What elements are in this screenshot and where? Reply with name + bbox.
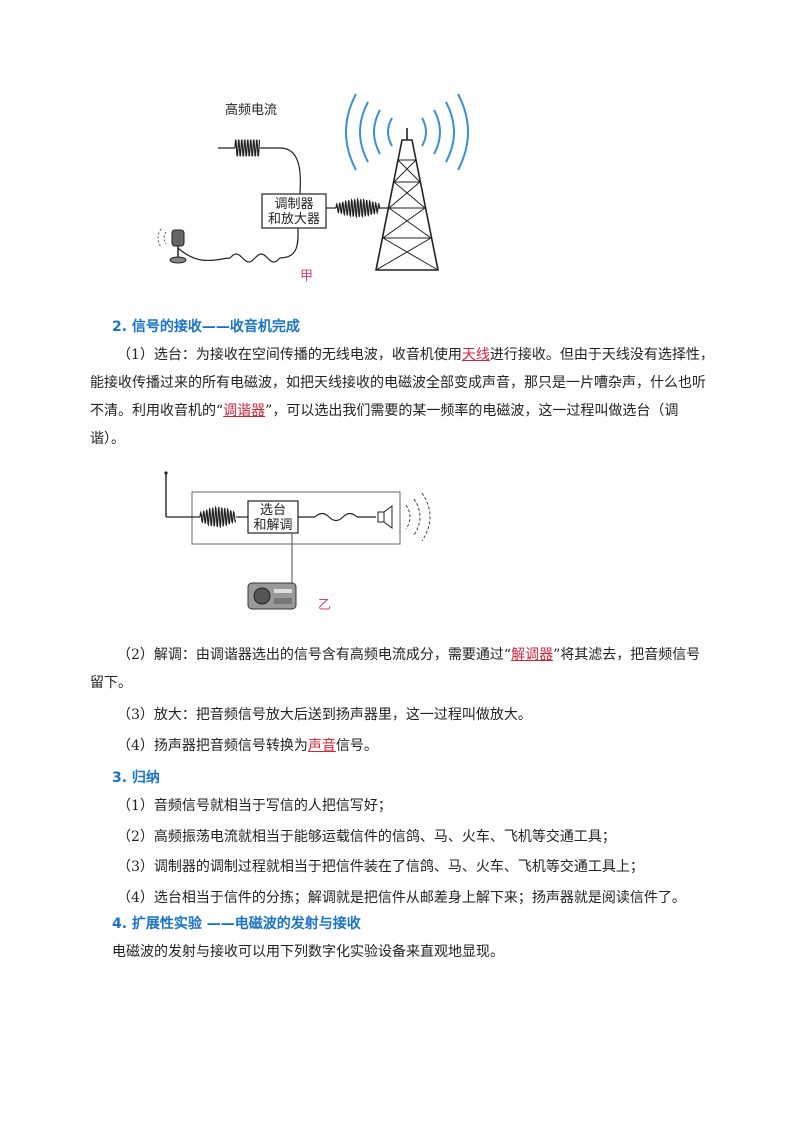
- radio-icon: [247, 582, 297, 610]
- caption-jia: 甲: [300, 269, 313, 284]
- label-high-freq-current: 高频电流: [225, 102, 277, 118]
- demodulator-box: [247, 500, 299, 534]
- heading-summary: 3. 归纳: [112, 770, 160, 786]
- paragraph-demodulation: （2）解调：由调谐器选出的信号含有高频电流成分，需要通过“解调器”将其滤去，把音…: [90, 647, 701, 691]
- audio-wave: [177, 227, 299, 263]
- paragraph-speaker: （4）扬声器把音频信号转换为声音信号。: [117, 738, 378, 754]
- modulated-wave-output: [335, 197, 381, 219]
- figure-receiver: 选台 和解调 乙: [150, 465, 450, 615]
- paragraph-amplification: （3）放大：把音频信号放大后送到扬声器里，这一过程叫做放大。: [117, 707, 532, 723]
- summary-item-1: （1）音频信号就相当于写信的人把信写好；: [117, 798, 392, 814]
- paragraph-tuning: （1）选台：为接收在空间传播的无线电波，收音机使用天线进行接收。但由于天线没有选…: [90, 347, 714, 447]
- demodulator-label-2: 和解调: [253, 518, 292, 533]
- modulator-label-1: 调制器: [274, 197, 313, 212]
- modulator-box: [261, 193, 327, 229]
- radiation-waves: [345, 93, 469, 171]
- audio-output-wave: [314, 512, 358, 522]
- caption-yi: 乙: [318, 598, 331, 613]
- microphone-icon: [157, 228, 187, 264]
- received-wave: [199, 505, 237, 529]
- answer-sound: 声音: [307, 738, 336, 754]
- transmitter-diagram: 高频电流 调制器 和放大器: [157, 93, 469, 284]
- high-freq-wave-input: [234, 139, 261, 157]
- answer-demodulator: 解调器: [511, 647, 554, 663]
- paragraph-experiment: 电磁波的发射与接收可以用下列数字化实验设备来直观地显现。: [112, 944, 504, 960]
- sound-waves: [405, 492, 431, 542]
- answer-antenna: 天线: [461, 347, 490, 363]
- receiver-frame: [191, 491, 401, 545]
- summary-item-3: （3）调制器的调制过程就相当于把信件装在了信鸽、马、火车、飞机等交通工具上；: [117, 859, 644, 875]
- summary-item-2: （2）高频振荡电流就相当于能够运载信件的信鸽、马、火车、飞机等交通工具；: [117, 829, 616, 845]
- receiver-diagram: 选台 和解调 乙: [164, 471, 431, 613]
- summary-item-4: （4）选台相当于信件的分拣；解调就是把信件从邮差身上解下来；扬声器就是阅读信件了…: [117, 890, 686, 906]
- heading-extended-experiment: 4. 扩展性实验 ——电磁波的发射与接收: [112, 916, 361, 932]
- figure-transmitter: 高频电流 调制器 和放大器: [140, 90, 480, 290]
- demodulator-label-1: 选台: [260, 503, 286, 518]
- answer-tuner: 调谐器: [223, 403, 266, 419]
- speaker-icon: [377, 505, 393, 529]
- modulator-label-2: 和放大器: [268, 212, 320, 227]
- heading-signal-reception: 2. 信号的接收——收音机完成: [112, 319, 300, 335]
- transmission-tower-icon: [375, 128, 439, 271]
